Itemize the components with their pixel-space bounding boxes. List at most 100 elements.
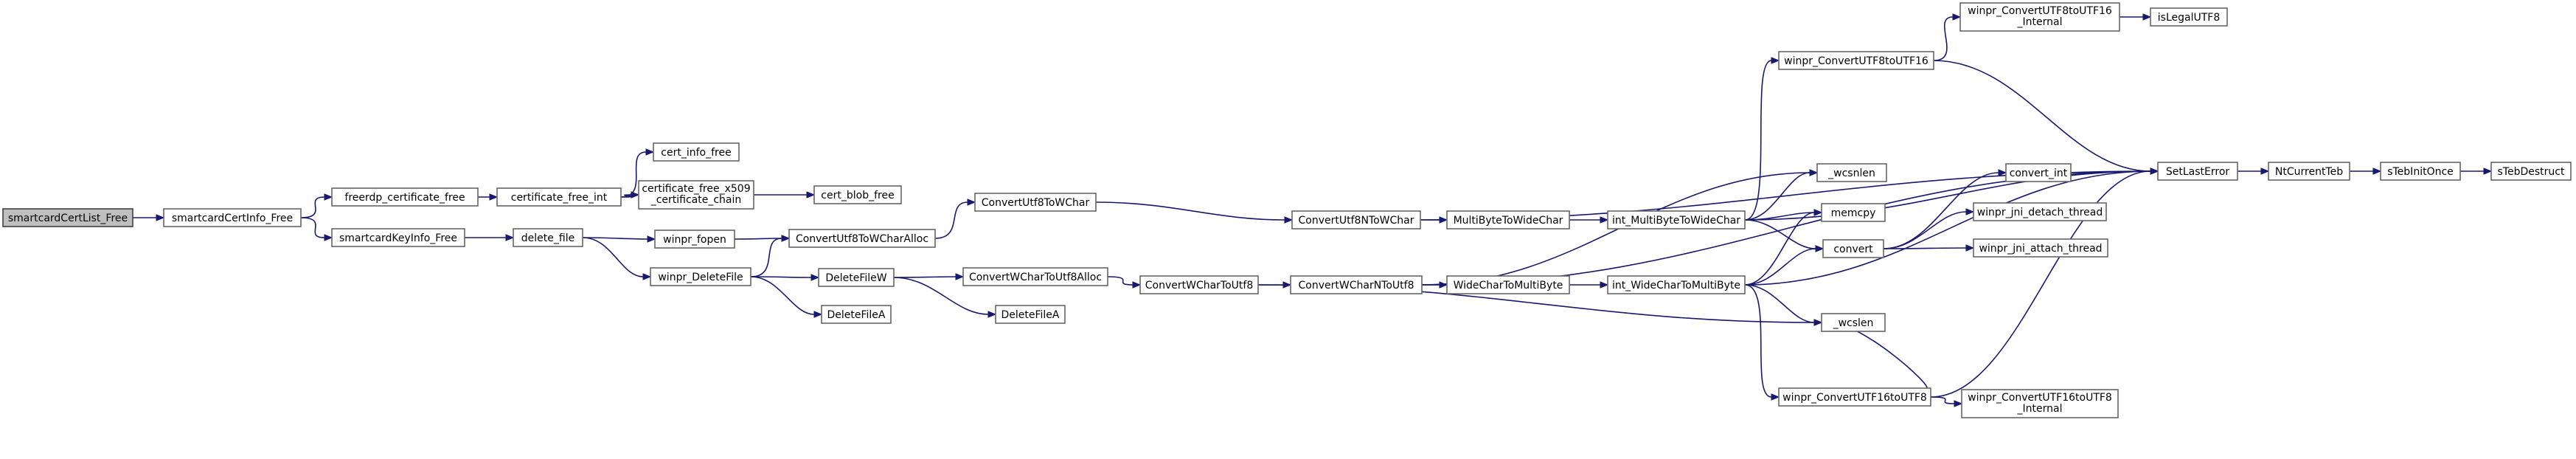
edge-winpr_ConvertUTF8toUTF16-to-SetLastError xyxy=(1933,60,2151,172)
node-box xyxy=(653,142,740,162)
node-label: winpr_fopen xyxy=(663,234,726,246)
node-DeleteFileA_2[interactable]: DeleteFileA xyxy=(995,305,1066,324)
node-box xyxy=(2,208,133,227)
node-box xyxy=(2157,162,2238,181)
node-certificate_free_int[interactable]: certificate_free_int xyxy=(496,187,622,207)
node-label: sTebInitOnce xyxy=(2387,166,2454,178)
edge-int_MultiByteToWideChar-to-_wcsnlen xyxy=(1744,172,1811,221)
edge-int_MultiByteToWideChar-to-convert xyxy=(1744,219,1816,249)
node-cert_blob_free[interactable]: cert_blob_free xyxy=(813,185,902,204)
edge-ConvertWCharToUtf8Alloc-to-ConvertWCharToUtf8 xyxy=(1107,276,1133,286)
edge-arrowhead xyxy=(489,193,499,201)
node-box xyxy=(1973,238,2108,258)
node-box xyxy=(1607,210,1746,229)
edge-delete_file-to-winpr_DeleteFile xyxy=(582,237,644,277)
node-box xyxy=(496,187,622,207)
node-box xyxy=(1821,203,1886,222)
node-delete_file[interactable]: delete_file xyxy=(513,228,583,247)
node-sTebInitOnce[interactable]: sTebInitOnce xyxy=(2380,162,2461,181)
edge-arrowhead xyxy=(631,191,640,199)
node-ConvertWCharToUtf8[interactable]: ConvertWCharToUtf8 xyxy=(1139,275,1259,294)
edge-winpr_fopen-to-ConvertUtf8ToWCharAlloc xyxy=(734,238,782,240)
node-label: smartcardKeyInfo_Free xyxy=(339,232,457,244)
node-label: winpr_ConvertUTF8toUTF16 xyxy=(1784,55,1928,67)
node-winpr_jni_detach_thread[interactable]: winpr_jni_detach_thread xyxy=(1973,202,2107,221)
node-_wcsnlen[interactable]: _wcsnlen xyxy=(1816,163,1887,182)
edge-int_WideCharToMultiByte-to-SetLastError xyxy=(1744,170,2151,286)
node-box xyxy=(1778,387,1931,407)
node-label: ConvertUtf8NToWChar xyxy=(1299,215,1414,227)
edge-arrowhead xyxy=(645,148,655,156)
node-winpr_ConvertUTF8toUTF16[interactable]: winpr_ConvertUTF8toUTF16 xyxy=(1778,51,1934,70)
edge-arrowhead xyxy=(1771,57,1780,64)
node-box xyxy=(2268,162,2350,181)
node-isLegalUTF8[interactable]: isLegalUTF8 xyxy=(2150,7,2228,27)
node-box xyxy=(962,267,1108,286)
node-ConvertWCharToUtf8Alloc[interactable]: ConvertWCharToUtf8Alloc xyxy=(962,267,1108,286)
edge-arrowhead xyxy=(806,191,816,199)
node-freerdp_certificate_free[interactable]: freerdp_certificate_free xyxy=(331,187,479,207)
node-label: delete_file xyxy=(521,232,574,244)
node-ConvertUtf8NToWChar[interactable]: ConvertUtf8NToWChar xyxy=(1291,210,1421,229)
node-int_WideCharToMultiByte[interactable]: int_WideCharToMultiByte xyxy=(1607,275,1746,294)
node-smartcardKeyInfo_Free[interactable]: smartcardKeyInfo_Free xyxy=(331,228,465,247)
node-box xyxy=(1961,389,2119,418)
node-memcpy[interactable]: memcpy xyxy=(1821,203,1886,222)
node-smartcardCertList_Free[interactable]: smartcardCertList_Free xyxy=(2,208,133,227)
node-box xyxy=(331,228,465,247)
node-cert_info_free[interactable]: cert_info_free xyxy=(653,142,740,162)
node-label: ConvertUtf8ToWChar xyxy=(982,197,1090,209)
node-winpr_jni_attach_thread[interactable]: winpr_jni_attach_thread xyxy=(1973,238,2108,258)
node-label: winpr_ConvertUTF16toUTF8 xyxy=(1782,392,1927,404)
node-MultiByteToWideChar[interactable]: MultiByteToWideChar xyxy=(1446,210,1570,229)
node-ConvertWCharNToUtf8[interactable]: ConvertWCharNToUtf8 xyxy=(1290,275,1423,294)
node-_wcslen[interactable]: _wcslen xyxy=(1821,313,1886,332)
node-DeleteFileW[interactable]: DeleteFileW xyxy=(818,268,895,287)
node-winpr_ConvertUTF8toUTF16_Internal[interactable]: winpr_ConvertUTF8toUTF16_Internal xyxy=(1959,2,2120,32)
node-sTebDestruct[interactable]: sTebDestruct xyxy=(2490,162,2572,181)
node-box xyxy=(1821,313,1886,332)
node-winpr_fopen[interactable]: winpr_fopen xyxy=(654,229,735,249)
node-label: _Internal xyxy=(2017,403,2063,415)
node-label: _wcsnlen xyxy=(1827,168,1875,179)
node-box xyxy=(2380,162,2461,181)
node-DeleteFileA_1[interactable]: DeleteFileA xyxy=(821,305,892,324)
node-convert[interactable]: convert xyxy=(1822,239,1884,258)
edge-arrowhead xyxy=(987,311,997,318)
node-WideCharToMultiByte[interactable]: WideCharToMultiByte xyxy=(1446,275,1570,294)
node-label: _Internal xyxy=(2017,16,2063,28)
node-label: MultiByteToWideChar xyxy=(1454,215,1563,227)
node-NtCurrentTeb[interactable]: NtCurrentTeb xyxy=(2268,162,2350,181)
node-box xyxy=(1607,275,1746,294)
edge-smartcardCertInfo_Free-to-smartcardKeyInfo_Free xyxy=(300,217,325,238)
edge-arrowhead xyxy=(647,235,656,243)
node-smartcardCertInfo_Free[interactable]: smartcardCertInfo_Free xyxy=(163,208,302,227)
node-box xyxy=(1291,210,1421,229)
edge-arrowhead xyxy=(967,199,976,206)
node-winpr_ConvertUTF16toUTF8_Internal[interactable]: winpr_ConvertUTF16toUTF8_Internal xyxy=(1961,389,2119,418)
edge-arrowhead xyxy=(1954,400,1963,407)
node-box xyxy=(1290,275,1423,294)
node-box xyxy=(638,180,754,210)
node-winpr_DeleteFile[interactable]: winpr_DeleteFile xyxy=(650,267,751,286)
edge-int_WideCharToMultiByte-to-memcpy xyxy=(1744,212,1815,286)
edge-winpr_DeleteFile-to-DeleteFileA_1 xyxy=(750,276,815,315)
node-box xyxy=(821,305,892,324)
edge-arrowhead xyxy=(1809,169,1819,176)
node-certificate_free_x509_certificate_chain[interactable]: certificate_free_x509_certificate_chain xyxy=(638,180,754,210)
node-box xyxy=(2490,162,2572,181)
node-ConvertUtf8ToWChar[interactable]: ConvertUtf8ToWChar xyxy=(974,193,1097,212)
edge-arrowhead xyxy=(1771,393,1780,401)
node-ConvertUtf8ToWCharAlloc[interactable]: ConvertUtf8ToWCharAlloc xyxy=(788,229,936,248)
node-int_MultiByteToWideChar[interactable]: int_MultiByteToWideChar xyxy=(1607,210,1746,229)
node-SetLastError[interactable]: SetLastError xyxy=(2157,162,2238,181)
edge-convert-to-winpr_jni_detach_thread xyxy=(1883,211,1967,249)
node-label: sTebDestruct xyxy=(2498,166,2565,178)
node-box xyxy=(1446,210,1570,229)
node-winpr_ConvertUTF16toUTF8[interactable]: winpr_ConvertUTF16toUTF8 xyxy=(1778,387,1931,407)
edge-arrowhead xyxy=(1813,209,1823,216)
node-convert_int[interactable]: convert_int xyxy=(2005,163,2072,182)
node-box xyxy=(788,229,936,248)
edge-arrowhead xyxy=(1998,169,2007,176)
node-label: NtCurrentTeb xyxy=(2275,166,2343,178)
